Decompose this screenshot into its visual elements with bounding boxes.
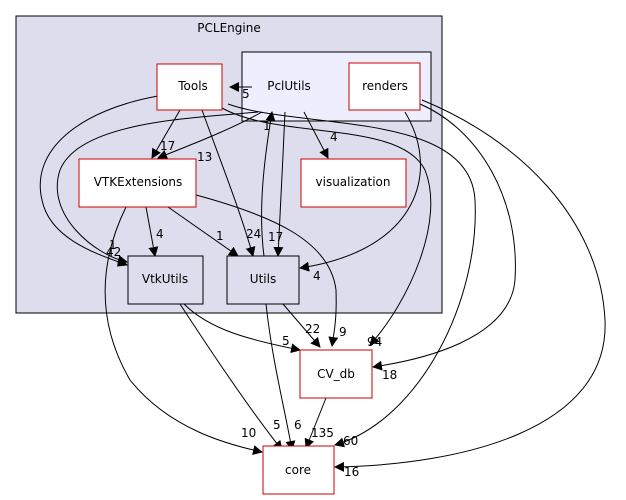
node-core[interactable]: core	[262, 445, 335, 495]
edge-label-pclutils-vtkutils: 1	[109, 238, 117, 252]
edge-vtkext-utils[interactable]	[167, 206, 239, 257]
node-renders-label: renders	[362, 79, 408, 93]
edge-tools-core[interactable]	[227, 103, 476, 448]
node-core-label: core	[285, 463, 311, 477]
edge-label-vtkext-vtkutils: 4	[156, 227, 164, 241]
edge-label-utils-core: 6	[294, 418, 302, 432]
edge-label-tools-vtkext: 17	[160, 139, 175, 153]
edge-tools-utils[interactable]	[201, 109, 256, 257]
edge-label-cvdb-core: 135	[311, 426, 334, 440]
node-vtkextensions[interactable]: VTKExtensions	[78, 158, 197, 208]
edge-label-pclutils-utils: 17	[268, 230, 283, 244]
edge-tools-vtkutils[interactable]	[39, 95, 159, 267]
edge-label-vtkutils-core: 5	[273, 418, 281, 432]
node-vtkutils-label: VtkUtils	[142, 272, 188, 286]
edge-label-vtkutils-cvdb: 5	[282, 334, 290, 348]
node-vtkextensions-label: VTKExtensions	[94, 175, 183, 189]
edge-label-tools-utils: 24	[246, 227, 261, 241]
edge-label-vtkext-cvdb: 9	[339, 325, 347, 339]
edge-cvdb-core[interactable]	[304, 397, 327, 449]
edge-label-utils-pclutils: 1	[263, 119, 271, 133]
edge-label-vtkext-utils: 1	[216, 229, 224, 243]
edge-label-renders-utils: 4	[313, 269, 321, 283]
edge-utils-cvdb[interactable]	[282, 303, 321, 348]
edge-vtkutils-core[interactable]	[179, 303, 283, 451]
edge-utils-pclutils[interactable]	[261, 111, 276, 257]
edge-label-tools-core: 60	[343, 434, 358, 448]
node-utils-label: Utils	[250, 272, 276, 286]
node-visualization[interactable]: visualization	[300, 158, 407, 208]
edge-label-vtkext-core: 10	[241, 426, 256, 440]
edge-label-pclutils-tools: 5	[242, 87, 250, 101]
edge-labels: 5 13 17 4 1 17 24 42 94 60 4 18 16 1 4 1…	[106, 87, 397, 479]
edge-renders-utils[interactable]	[299, 111, 421, 272]
edge-label-renders-cvdb: 18	[382, 368, 397, 382]
edge-label-renders-core: 16	[344, 465, 359, 479]
edge-pclutils-vtkutils[interactable]	[56, 111, 259, 265]
edge-renders-core[interactable]	[334, 99, 606, 472]
node-cv-db[interactable]: CV_db	[299, 349, 373, 399]
node-visualization-label: visualization	[316, 175, 391, 189]
node-renders[interactable]: renders	[348, 62, 421, 111]
edge-label-tools-cvdb: 94	[367, 335, 382, 349]
cluster-pclengine-label: PCLEngine	[197, 21, 260, 35]
edge-pclutils-visualization[interactable]	[303, 111, 329, 159]
edge-vtkext-core[interactable]	[104, 206, 263, 455]
cluster-pclutils-label: PclUtils	[267, 79, 311, 93]
edge-label-tools-vtkutils: 42	[106, 245, 121, 259]
node-utils[interactable]: Utils	[226, 255, 300, 305]
edge-label-pclutils-vtkext: 13	[197, 150, 212, 164]
edge-pclutils-vtkext[interactable]	[157, 111, 263, 160]
edge-utils-core[interactable]	[265, 303, 296, 451]
edge-tools-cvdb[interactable]	[221, 107, 432, 346]
edges	[39, 82, 606, 472]
node-vtkutils[interactable]: VtkUtils	[127, 255, 204, 305]
node-tools[interactable]: Tools	[156, 63, 223, 111]
edge-label-pclutils-visualization: 4	[330, 130, 338, 144]
edge-vtkext-cvdb[interactable]	[195, 194, 339, 347]
node-cv-db-label: CV_db	[317, 367, 355, 381]
edge-tools-vtkext[interactable]	[151, 109, 181, 159]
edge-vtkext-vtkutils[interactable]	[145, 206, 159, 257]
edge-vtkutils-cvdb[interactable]	[183, 303, 301, 354]
edge-label-utils-cvdb: 22	[305, 322, 320, 336]
edge-pclutils-utils[interactable]	[273, 111, 286, 257]
node-tools-label: Tools	[177, 79, 208, 93]
edge-renders-cvdb[interactable]	[372, 103, 516, 371]
